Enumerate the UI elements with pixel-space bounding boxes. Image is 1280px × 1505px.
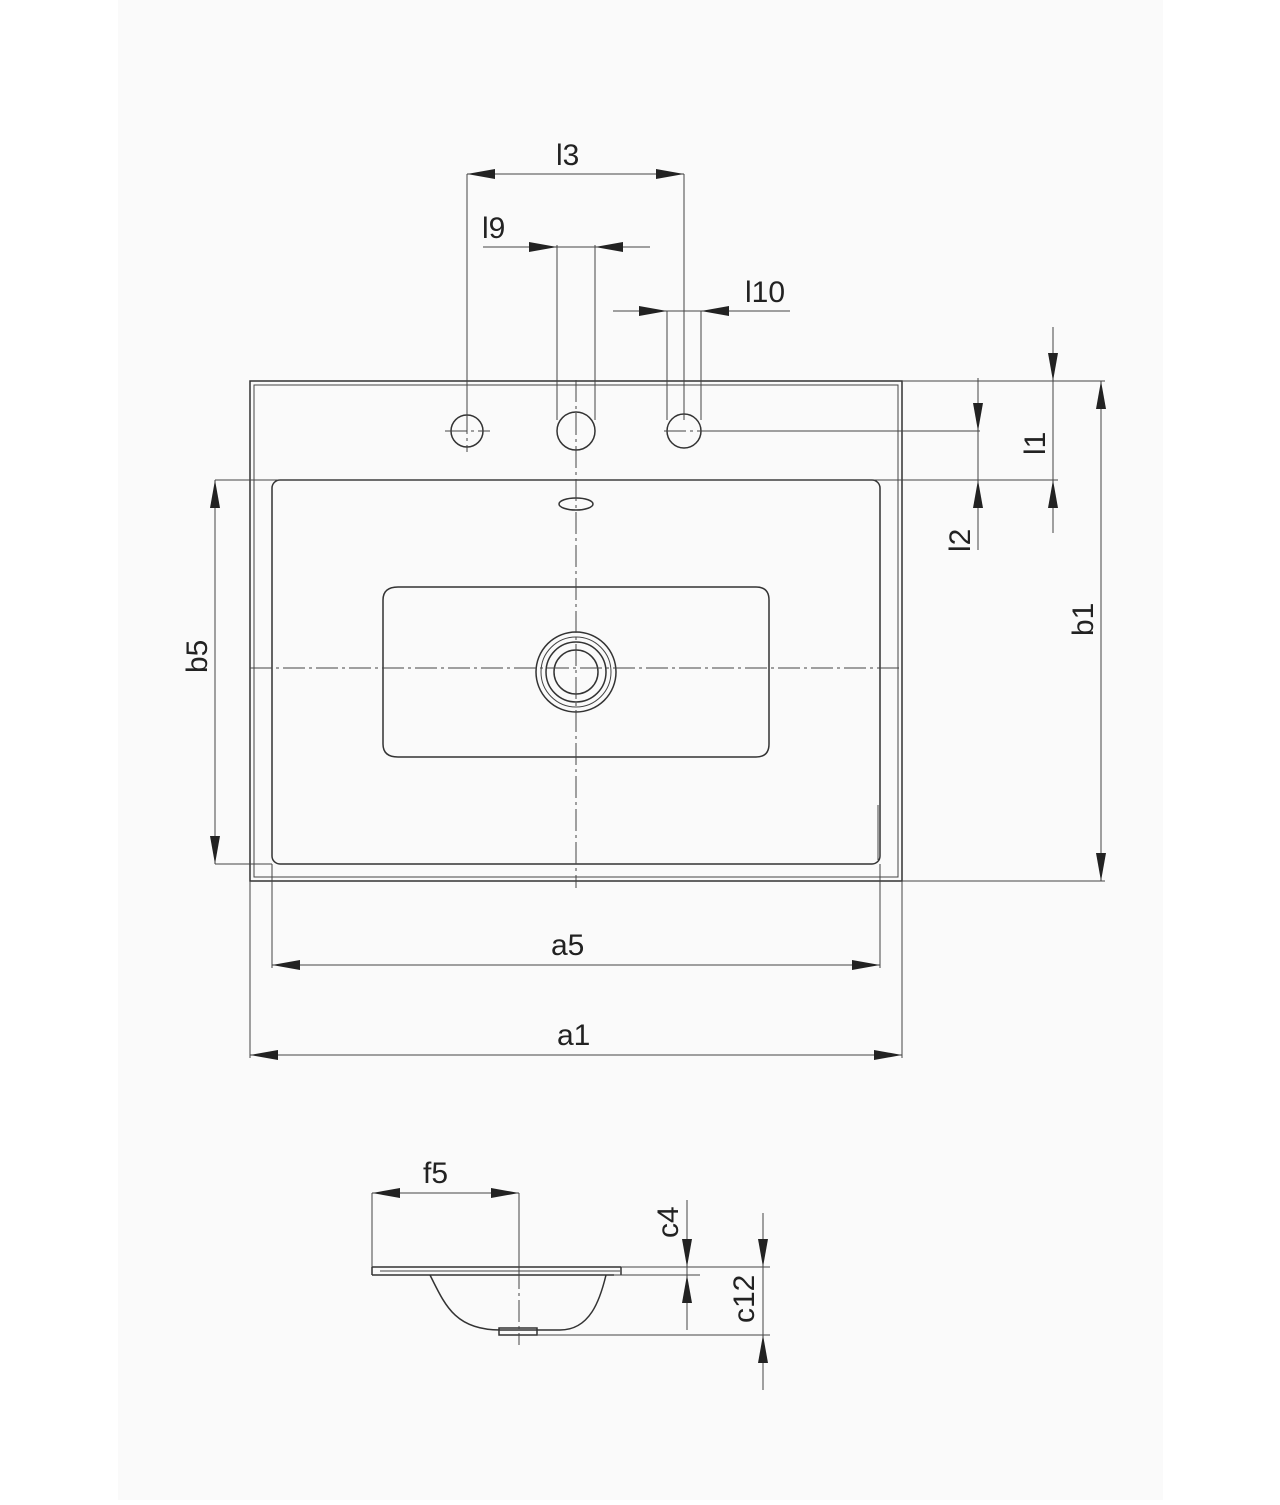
l9-label: l9 [482, 212, 505, 245]
l3-arrow-right [656, 169, 684, 179]
l2-label: l2 [944, 529, 977, 552]
l1-arrow-bottom [1048, 480, 1058, 508]
b1-arrow-top [1096, 381, 1106, 409]
c4-label: c4 [652, 1206, 685, 1238]
l3-arrow-left [467, 169, 495, 179]
c4-arrow-bottom [682, 1275, 692, 1303]
c12-label: c12 [728, 1275, 761, 1323]
l1-label: l1 [1019, 432, 1052, 455]
b5-label: b5 [181, 640, 214, 673]
drain-middle-ring [545, 641, 607, 703]
f5-label: f5 [423, 1157, 448, 1190]
c4-arrow-top [682, 1239, 692, 1267]
a1-arrow-left [250, 1050, 278, 1060]
l9-arrow-right [595, 242, 623, 252]
a1-arrow-right [874, 1050, 902, 1060]
b1-arrow-bottom [1096, 853, 1106, 881]
b5-arrow-bottom [210, 836, 220, 864]
c12-arrow-top [758, 1239, 768, 1267]
l2-arrow-top [973, 403, 983, 431]
a5-arrow-right [852, 960, 880, 970]
f5-arrow-right [491, 1188, 519, 1198]
l10-label: l10 [745, 276, 785, 309]
l10-arrow-right [701, 306, 729, 316]
f5-arrow-left [372, 1188, 400, 1198]
l1-arrow-top [1048, 353, 1058, 381]
a5-arrow-left [272, 960, 300, 970]
a5-label: a5 [551, 929, 584, 962]
c12-arrow-bottom [758, 1335, 768, 1363]
top-view: l3 l9 l10 l1 l2 b1 b5 a5 [181, 139, 1106, 1060]
bowl-outline [382, 586, 770, 758]
side-view: f5 c4 c12 [371, 1157, 770, 1390]
l3-label: l3 [556, 139, 579, 172]
a1-label: a1 [557, 1019, 590, 1052]
l9-arrow-left [529, 242, 557, 252]
b1-label: b1 [1067, 603, 1100, 636]
b5-arrow-top [210, 480, 220, 508]
bowl-profile [429, 1274, 607, 1331]
drain-profile [498, 1327, 538, 1336]
l10-arrow-left [639, 306, 667, 316]
paper-background [118, 0, 1163, 1500]
l2-arrow-bottom [973, 480, 983, 508]
